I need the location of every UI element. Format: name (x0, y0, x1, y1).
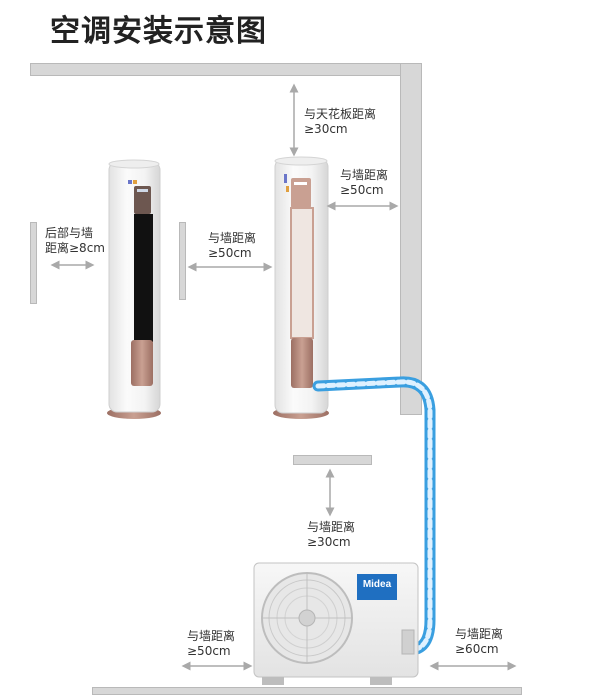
label-between-line1: 与墙距离 (208, 231, 257, 245)
label-side-wall: 与墙距离 ≥50cm (340, 168, 388, 198)
label-outdoor-right: 与墙距离 ≥60cm (455, 627, 503, 657)
label-outdoor-left-line1: 与墙距离 (187, 629, 236, 643)
dimension-arrows (50, 83, 517, 671)
label-ceiling: 与天花板距离 ≥30cm (304, 107, 376, 137)
outdoor-unit (253, 562, 419, 685)
brand-logo: Midea (362, 579, 392, 590)
label-outdoor-left-line2: ≥50cm (187, 644, 231, 658)
label-outdoor-left: 与墙距离 ≥50cm (187, 629, 235, 659)
label-ceiling-line2: ≥30cm (304, 122, 348, 136)
label-rear-wall-line1: 后部与墙 (45, 226, 94, 240)
label-between-line2: ≥50cm (208, 246, 252, 260)
label-side-wall-line2: ≥50cm (340, 183, 384, 197)
label-outdoor-top: 与墙距离 ≥30cm (307, 520, 355, 550)
page-title: 空调安装示意图 (50, 14, 267, 49)
connecting-pipe (312, 376, 436, 656)
label-between: 与墙距离 ≥50cm (208, 231, 256, 261)
label-rear-wall-line2: 距离≥8cm (45, 241, 105, 255)
indoor-unit-left (107, 159, 161, 419)
outdoor-top-wall (293, 455, 372, 465)
rear-wall-left (30, 222, 37, 304)
label-outdoor-right-line1: 与墙距离 (455, 627, 504, 641)
indoor-unit-right (273, 156, 329, 419)
label-ceiling-line1: 与天花板距离 (304, 107, 377, 121)
rear-wall-middle (179, 222, 186, 300)
label-outdoor-top-line2: ≥30cm (307, 535, 351, 549)
label-rear-wall: 后部与墙 距离≥8cm (45, 226, 105, 256)
label-outdoor-right-line2: ≥60cm (455, 642, 499, 656)
label-outdoor-top-line1: 与墙距离 (307, 520, 356, 534)
label-side-wall-line1: 与墙距离 (340, 168, 389, 182)
right-wall (400, 63, 422, 415)
